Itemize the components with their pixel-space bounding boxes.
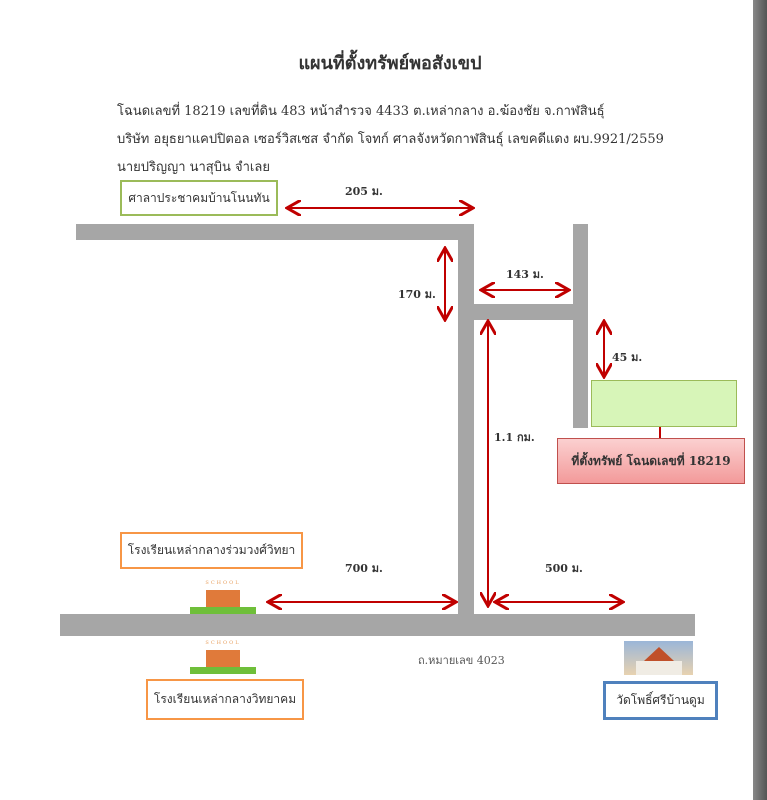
landmark-school-2: โรงเรียนเหล่ากลางวิทยาคม xyxy=(146,679,304,720)
road-label: ถ.หมายเลข 4023 xyxy=(418,654,505,667)
dist-500: 500 ม. xyxy=(545,562,583,575)
road-4023 xyxy=(60,614,695,636)
road-right-vertical xyxy=(573,224,588,428)
school-sign-text: SCHOOL xyxy=(205,580,241,586)
dist-45: 45 ม. xyxy=(612,351,643,364)
school-sign-text: SCHOOL xyxy=(205,640,241,646)
window-edge xyxy=(753,0,767,800)
road-main-vertical xyxy=(458,224,474,616)
road-branch xyxy=(458,304,588,320)
info-line-2: บริษัท อยุธยาแคปปิตอล เซอร์วิสเซส จำกัด … xyxy=(117,132,664,147)
dist-170: 170 ม. xyxy=(398,288,436,301)
info-line-1: โฉนดเลขที่ 18219 เลขที่ดิน 483 หน้าสำรวจ… xyxy=(117,104,605,119)
school-icon-2: SCHOOL xyxy=(190,640,256,674)
landmark-hall: ศาลาประชาคมบ้านโนนทัน xyxy=(120,180,278,216)
school-icon-1: SCHOOL xyxy=(190,580,256,614)
dist-143: 143 ม. xyxy=(506,268,544,281)
map-title: แผนที่ตั้งทรัพย์พอสังเขป xyxy=(298,53,482,74)
dist-205: 205 ม. xyxy=(345,185,383,198)
property-label: ที่ตั้งทรัพย์ โฉนดเลขที่ 18219 xyxy=(557,438,745,484)
road-top xyxy=(76,224,474,240)
landmark-school-1: โรงเรียนเหล่ากลางร่วมวงศ์วิทยา xyxy=(120,532,303,569)
landmark-temple: วัดโพธิ์ศรีบ้านดูม xyxy=(603,681,718,720)
dist-700: 700 ม. xyxy=(345,562,383,575)
info-line-3: นายปริญญา นาสุบิน จำเลย xyxy=(117,160,270,175)
temple-icon xyxy=(624,641,693,675)
property-plot xyxy=(591,380,737,427)
dist-1-1km: 1.1 กม. xyxy=(494,431,535,444)
